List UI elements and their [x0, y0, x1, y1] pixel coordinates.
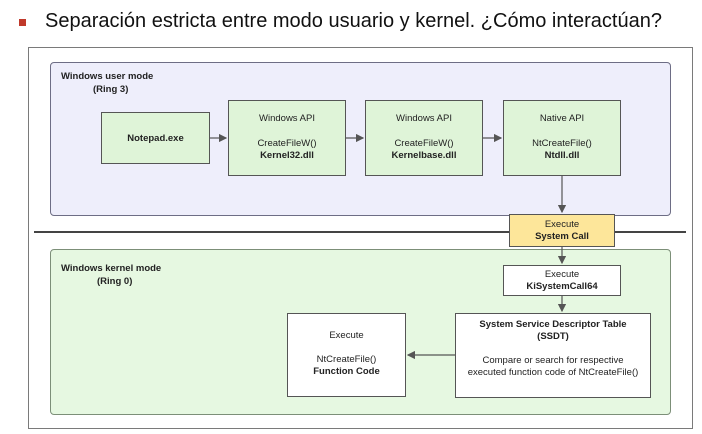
execute-kisystemcall64-box: Execute KiSystemCall64 — [503, 265, 621, 296]
execute-label: Execute — [329, 330, 364, 341]
kisystemcall64-label: KiSystemCall64 — [526, 281, 598, 292]
native-api-box: Native API NtCreateFile() Ntdll.dll — [503, 100, 621, 176]
windows-api-title: Windows API — [259, 113, 315, 124]
function-code-label: Function Code — [313, 366, 380, 377]
windows-api-kernel32-box: Windows API CreateFileW() Kernel32.dll — [228, 100, 346, 176]
bullet-icon — [19, 19, 26, 26]
execute-system-call-box: Execute System Call — [509, 214, 615, 247]
ssdt-title: System Service Descriptor Table — [479, 319, 627, 330]
execute-label: Execute — [544, 219, 580, 230]
createfilew-call: CreateFileW() — [394, 138, 454, 149]
kernelbase-dll: Kernelbase.dll — [391, 150, 457, 161]
native-api-title: Native API — [539, 113, 585, 124]
ssdt-description-line2: executed function code of NtCreateFile() — [467, 367, 639, 378]
windows-api-kernelbase-box: Windows API CreateFileW() Kernelbase.dll — [365, 100, 483, 176]
kernel32-dll: Kernel32.dll — [260, 150, 314, 161]
ssdt-abbrev: (SSDT) — [537, 331, 569, 342]
createfilew-call: CreateFileW() — [257, 138, 317, 149]
ntcreatefile-call: NtCreateFile() — [532, 138, 592, 149]
ntdll-dll: Ntdll.dll — [544, 150, 580, 161]
kernel-mode-subtitle: (Ring 0) — [97, 276, 133, 287]
user-mode-title: Windows user mode — [61, 71, 154, 82]
mode-divider — [34, 231, 686, 233]
system-call-label: System Call — [535, 231, 589, 242]
kernel-mode-title: Windows kernel mode — [61, 263, 162, 274]
execute-label: Execute — [544, 269, 580, 280]
user-mode-subtitle: (Ring 3) — [93, 84, 129, 95]
ntcreatefile-label: NtCreateFile() — [316, 354, 377, 365]
notepad-label: Notepad.exe — [127, 133, 184, 144]
notepad-box: Notepad.exe — [101, 112, 210, 164]
function-code-box: Execute NtCreateFile() Function Code — [287, 313, 406, 397]
slide-title: Separación estricta entre modo usuario y… — [45, 10, 662, 32]
ssdt-box: System Service Descriptor Table (SSDT) C… — [455, 313, 651, 398]
ssdt-description-line1: Compare or search for respective — [482, 355, 624, 366]
windows-api-title: Windows API — [396, 113, 452, 124]
